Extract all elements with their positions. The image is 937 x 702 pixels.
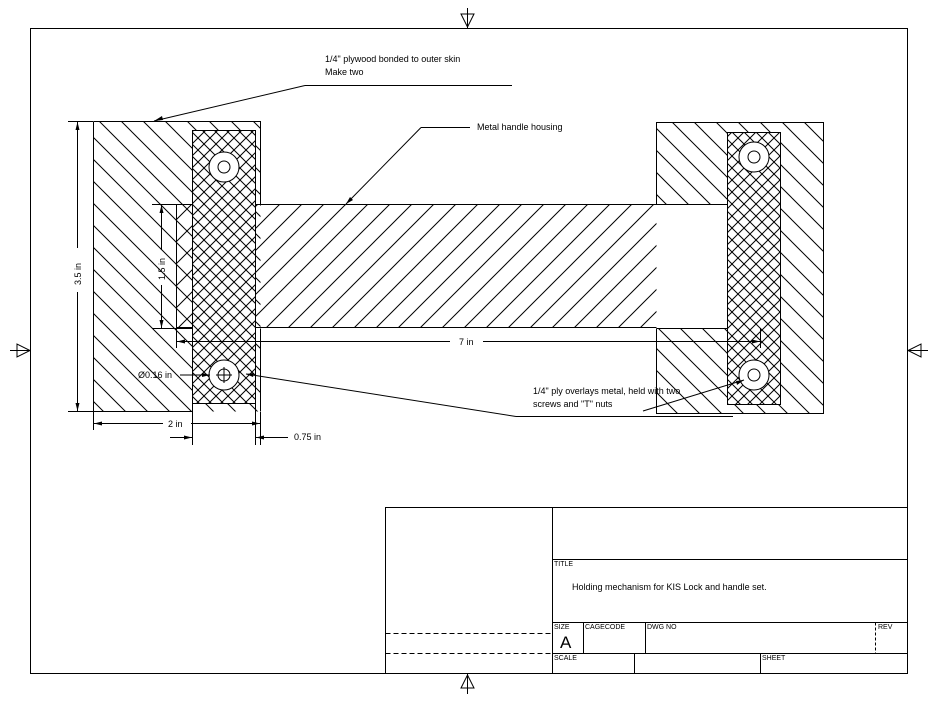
rev-label: REV <box>878 624 893 631</box>
dimension-plywood-width: 2 in <box>94 412 261 445</box>
dimension-housing-height: 1.5 in <box>152 205 192 329</box>
annotation-overlay-line1: 1/4" ply overlays metal, held with two <box>533 386 680 396</box>
size-value: A <box>560 633 572 652</box>
sheet-label: SHEET <box>762 655 786 662</box>
centering-mark-right <box>908 344 928 357</box>
bolt-hole-bottom-left <box>209 360 239 390</box>
title-label: TITLE <box>554 561 573 568</box>
dimension-label: 3.5 in <box>73 263 83 285</box>
annotation-housing: Metal handle housing <box>477 122 563 132</box>
bolt-hole-bottom-right <box>739 360 769 390</box>
bolt-hole-top-right <box>739 142 769 172</box>
leader-overlay-note: 1/4" ply overlays metal, held with two s… <box>246 373 744 417</box>
dwg-no-label: DWG NO <box>647 624 677 631</box>
dimension-housing-length: 7 in <box>177 328 761 348</box>
centering-mark-bottom <box>461 674 474 694</box>
cagecode-label: CAGECODE <box>585 624 625 631</box>
right-overlay-strip <box>728 133 781 405</box>
annotation-plywood-line1: 1/4" plywood bonded to outer skin <box>325 54 460 64</box>
dimension-label: 1.5 in <box>157 258 167 280</box>
dimension-label: 7 in <box>459 337 474 347</box>
leader-plywood-note: 1/4" plywood bonded to outer skin Make t… <box>154 54 512 121</box>
dimension-label: Ø0.16 in <box>138 370 172 380</box>
centering-mark-left <box>10 344 30 357</box>
bolt-hole-top-left <box>209 152 239 182</box>
annotation-overlay-line2: screws and "T" nuts <box>533 399 613 409</box>
scale-label: SCALE <box>554 655 577 662</box>
left-overlay-strip <box>193 131 256 404</box>
dimension-overlay-width: 0.75 in <box>170 404 321 445</box>
dimension-hole-diameter: Ø0.16 in <box>138 370 210 380</box>
annotation-plywood-line2: Make two <box>325 67 364 77</box>
title-value: Holding mechanism for KIS Lock and handl… <box>572 582 767 592</box>
title-block: TITLE Holding mechanism for KIS Lock and… <box>386 508 908 674</box>
size-label: SIZE <box>554 624 570 631</box>
centering-mark-top <box>461 8 474 28</box>
dimension-overall-height: 3.5 in <box>68 122 93 412</box>
dimension-label: 0.75 in <box>294 432 321 442</box>
leader-housing-note: Metal handle housing <box>346 122 563 204</box>
dimension-label: 2 in <box>168 419 183 429</box>
